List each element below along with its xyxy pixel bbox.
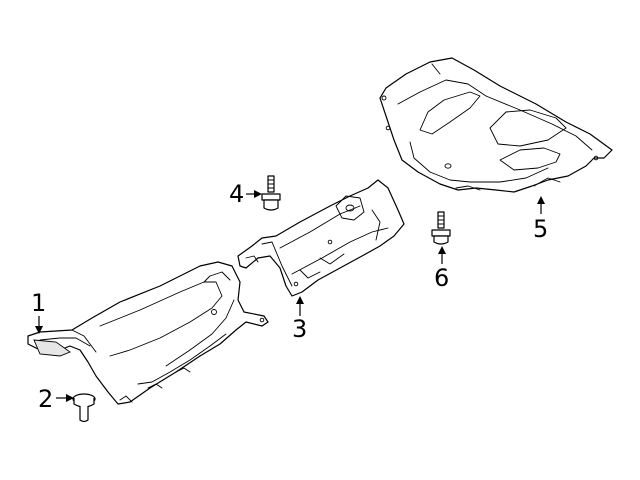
leader-arrow-5: [537, 196, 545, 214]
callout-1: 1: [31, 289, 46, 317]
bolt-4: [261, 175, 281, 211]
heat-shield-rear: [379, 57, 613, 193]
heat-shield-middle: [237, 179, 405, 297]
push-pin-clip: [72, 393, 96, 423]
bolt-6: [431, 211, 451, 245]
callout-3: 3: [292, 315, 307, 343]
leader-arrow-2: [56, 394, 74, 402]
callout-4: 4: [229, 180, 244, 208]
leader-arrow-1: [35, 316, 43, 334]
leader-arrow-3: [296, 296, 304, 316]
callout-6: 6: [434, 264, 449, 292]
callout-2: 2: [38, 385, 53, 413]
leader-arrow-6: [438, 246, 446, 264]
callout-5: 5: [533, 215, 548, 243]
heat-shield-front: [27, 261, 269, 405]
leader-arrow-4: [246, 190, 262, 198]
